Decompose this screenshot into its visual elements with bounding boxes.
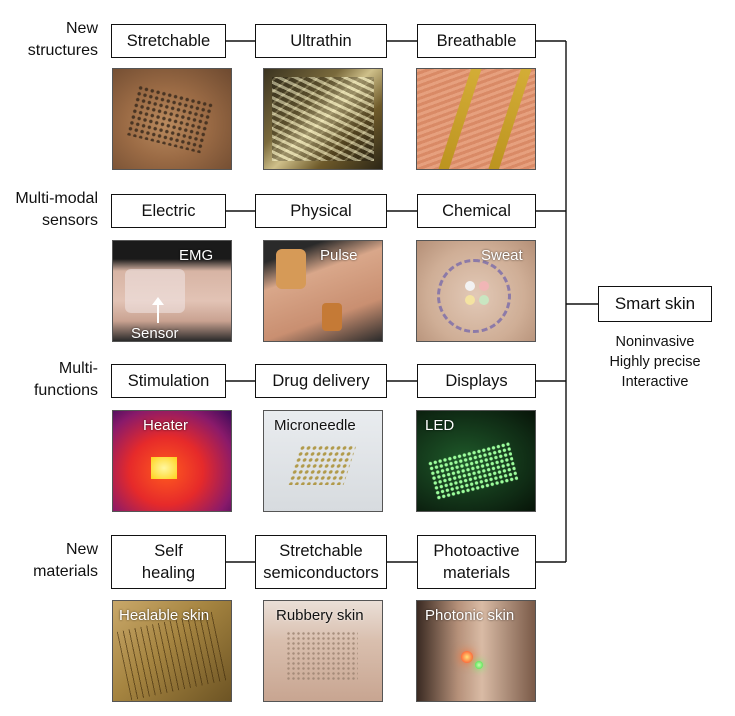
row-label-new-structures: New structures xyxy=(27,20,98,59)
pulse-sensor-patch xyxy=(276,249,306,289)
microneedle-array xyxy=(287,445,357,485)
sweat-sensor-ring xyxy=(437,259,511,333)
photo-healable-skin: Healable skin xyxy=(112,600,232,702)
caption-sweat: Sweat xyxy=(481,247,523,264)
rubbery-skin-mesh xyxy=(286,631,358,681)
arrow-shaft xyxy=(157,301,159,323)
box-breathable: Breathable xyxy=(417,24,536,58)
row-label-new-materials: New materials xyxy=(33,541,98,580)
box-smart-skin: Smart skin xyxy=(598,286,712,322)
caption-rubbery-skin: Rubbery skin xyxy=(276,607,364,624)
breathable-electrode-stripe-1 xyxy=(433,69,487,169)
box-chemical: Chemical xyxy=(417,194,536,228)
ultrathin-foil-pattern xyxy=(272,77,374,161)
emg-sensor-patch xyxy=(125,269,185,313)
photo-emg: EMG Sensor xyxy=(112,240,232,342)
caption-emg: EMG xyxy=(179,247,214,264)
photo-heater: Heater xyxy=(112,410,232,512)
pulse-wrist-sensor xyxy=(322,303,342,331)
photo-pulse: Pulse xyxy=(263,240,383,342)
box-stimulation: Stimulation xyxy=(111,364,226,398)
photo-rubbery-skin: Rubbery skin xyxy=(263,600,383,702)
breathable-electrode-stripe-2 xyxy=(483,69,535,169)
photonic-red-led xyxy=(461,651,473,663)
photo-photonic-skin: Photonic skin xyxy=(416,600,536,702)
photonic-green-led xyxy=(475,661,483,669)
photo-sweat: Sweat xyxy=(416,240,536,342)
led-pixel-array xyxy=(427,441,519,501)
box-electric: Electric xyxy=(111,194,226,228)
sweat-dot-2 xyxy=(479,281,489,291)
box-self-healing: Self healing xyxy=(111,535,226,589)
row-label-multi-functions: Multi- functions xyxy=(33,360,98,399)
caption-heater: Heater xyxy=(143,417,189,434)
box-stretchable-semiconductors: Stretchable semiconductors xyxy=(255,535,387,589)
photo-stretchable xyxy=(112,68,232,170)
feature-interactive: Interactive xyxy=(621,374,689,390)
box-displays: Displays xyxy=(417,364,536,398)
feature-highly-precise: Highly precise xyxy=(609,354,701,370)
sweat-dot-1 xyxy=(465,281,475,291)
box-ultrathin: Ultrathin xyxy=(255,24,387,58)
photo-led: LED xyxy=(416,410,536,512)
box-stretchable: Stretchable xyxy=(111,24,226,58)
caption-pulse: Pulse xyxy=(320,247,358,264)
sweat-dot-4 xyxy=(479,295,489,305)
caption-microneedle: Microneedle xyxy=(274,417,356,434)
photo-ultrathin xyxy=(263,68,383,170)
sweat-dot-3 xyxy=(465,295,475,305)
box-drug-delivery: Drug delivery xyxy=(255,364,387,398)
row-label-multi-modal-sensors: Multi-modal sensors xyxy=(15,190,98,229)
caption-photonic-skin: Photonic skin xyxy=(425,607,515,624)
smart-skin-features: Noninvasive Highly precise Interactive xyxy=(582,332,728,392)
box-photoactive-materials: Photoactive materials xyxy=(417,535,536,589)
stretchable-mesh-pattern xyxy=(125,84,215,154)
feature-noninvasive: Noninvasive xyxy=(615,334,695,350)
box-physical: Physical xyxy=(255,194,387,228)
photo-microneedle: Microneedle xyxy=(263,410,383,512)
photo-breathable xyxy=(416,68,536,170)
caption-led: LED xyxy=(425,417,455,434)
heater-hotspot xyxy=(151,457,177,479)
caption-sensor: Sensor xyxy=(131,325,179,342)
caption-healable-skin: Healable skin xyxy=(119,607,210,624)
